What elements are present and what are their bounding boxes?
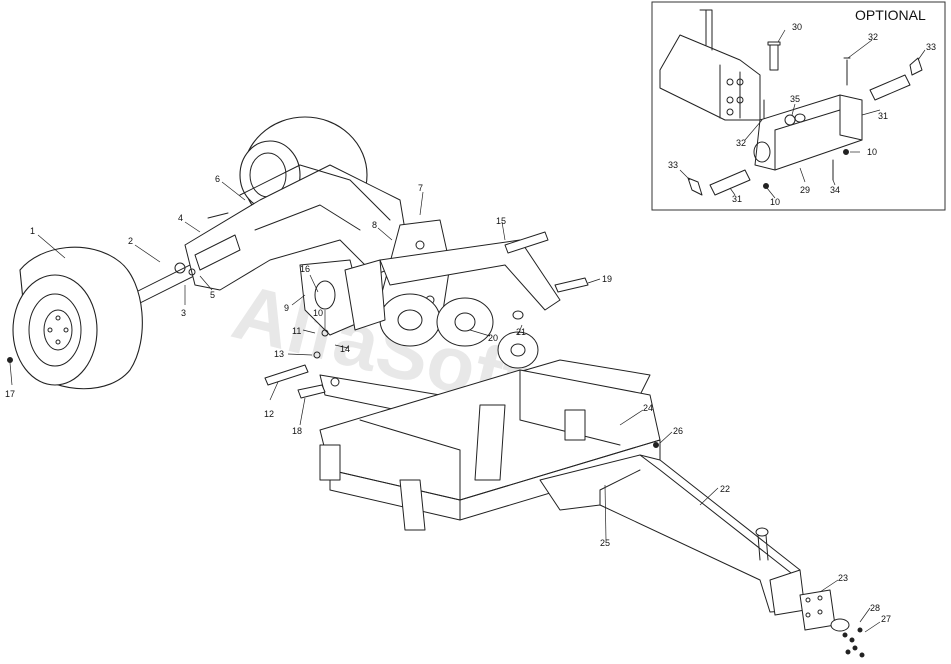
callout-13: 13 xyxy=(274,349,284,359)
callout-24: 24 xyxy=(643,403,653,413)
inset-callout-10a: 10 xyxy=(867,147,877,157)
pin-18 xyxy=(297,384,326,399)
callout-6: 6 xyxy=(215,174,220,184)
bolt-set xyxy=(842,627,865,658)
wheel-front xyxy=(12,246,143,390)
inset-callout-29: 29 xyxy=(800,185,810,195)
inset-callout-33b: 33 xyxy=(668,160,678,170)
callout-28: 28 xyxy=(870,603,880,613)
callouts: 1 2 3 4 5 6 7 8 9 10 11 12 13 14 15 16 1… xyxy=(5,174,891,624)
callout-10: 10 xyxy=(313,308,323,318)
callout-19: 19 xyxy=(602,274,612,284)
inset-callout-31a: 31 xyxy=(878,111,888,121)
callout-3: 3 xyxy=(181,308,186,318)
callout-11: 11 xyxy=(292,326,301,336)
callout-20: 20 xyxy=(488,333,498,343)
callout-5: 5 xyxy=(210,290,215,300)
callout-21: 21 xyxy=(516,327,526,337)
callout-18: 18 xyxy=(292,426,302,436)
callout-14: 14 xyxy=(340,344,350,354)
callout-25: 25 xyxy=(600,538,610,548)
callout-17: 17 xyxy=(5,389,15,399)
nut-17 xyxy=(7,357,13,363)
inset-callout-34: 34 xyxy=(830,185,840,195)
callout-4: 4 xyxy=(178,213,183,223)
callout-16: 16 xyxy=(300,264,310,274)
callout-7: 7 xyxy=(418,183,423,193)
callout-15: 15 xyxy=(496,216,506,226)
inset-callout-10b: 10 xyxy=(770,197,780,207)
pin-12 xyxy=(264,364,309,386)
callout-22: 22 xyxy=(720,484,730,494)
inset-callout-32a: 32 xyxy=(868,32,878,42)
callout-2: 2 xyxy=(128,236,133,246)
inset-callout-33a: 33 xyxy=(926,42,936,52)
leader-lines xyxy=(9,181,881,633)
optional-inset: OPTIONAL xyxy=(651,1,946,211)
inset-callout-30: 30 xyxy=(792,22,802,32)
pin-19 xyxy=(554,277,589,293)
inset-callout-35: 35 xyxy=(790,94,800,104)
callout-27: 27 xyxy=(881,614,891,624)
callout-12: 12 xyxy=(264,409,274,419)
callout-23: 23 xyxy=(838,573,848,583)
pivot-disc xyxy=(379,293,441,347)
optional-title: OPTIONAL xyxy=(855,7,926,23)
callout-26: 26 xyxy=(673,426,683,436)
callout-8: 8 xyxy=(372,220,377,230)
pin-15 xyxy=(504,231,549,254)
inset-callout-32b: 32 xyxy=(736,138,746,148)
callout-1: 1 xyxy=(30,226,35,236)
inset-callout-31b: 31 xyxy=(732,194,742,204)
main-assembly xyxy=(7,116,865,658)
callout-9: 9 xyxy=(284,303,289,313)
